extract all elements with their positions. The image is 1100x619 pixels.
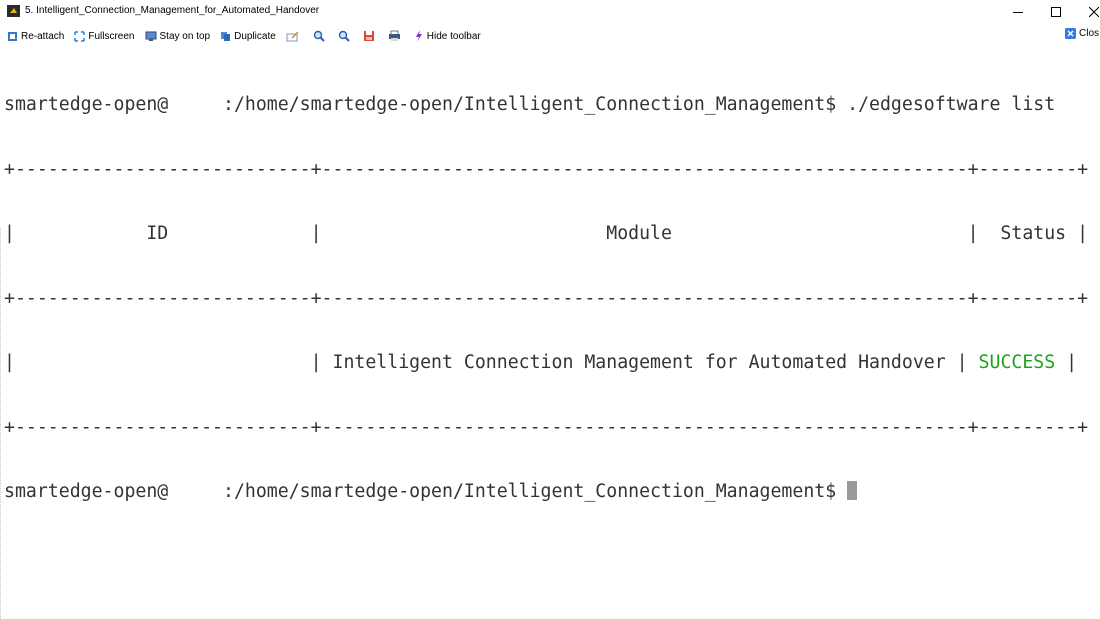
row-end: | <box>1055 352 1078 373</box>
shell-prompt: smartedge-open@ :/home/smartedge-open/In… <box>4 481 848 502</box>
minimize-button[interactable] <box>998 0 1038 23</box>
duplicate-label: Duplicate <box>234 30 276 42</box>
zoom-in-button[interactable] <box>313 27 328 45</box>
duplicate-icon <box>221 31 231 41</box>
window-title: 5. Intelligent_Connection_Management_for… <box>25 5 320 16</box>
hide-toolbar-button[interactable]: Hide toolbar <box>414 27 481 45</box>
command-line: smartedge-open@ :/home/smartedge-open/In… <box>4 94 1056 115</box>
edit-icon <box>286 30 299 41</box>
table-row: | | Intelligent Connection Management fo… <box>4 352 1100 374</box>
print-button[interactable] <box>388 27 404 45</box>
zoom-out-button[interactable] <box>338 27 353 45</box>
table-header-row: | ID | Module | Status | <box>4 223 1089 244</box>
module-cell: | | Intelligent Connection Management fo… <box>4 352 979 373</box>
window-left-edge <box>0 228 2 619</box>
prompt-line: smartedge-open@ :/home/smartedge-open/In… <box>4 481 1100 503</box>
duplicate-button[interactable]: Duplicate <box>220 27 276 45</box>
stay-on-top-button[interactable]: Stay on top <box>145 27 211 45</box>
terminal-output[interactable]: smartedge-open@ :/home/smartedge-open/In… <box>4 51 1100 611</box>
maximize-button[interactable] <box>1036 0 1076 23</box>
status-success: SUCCESS <box>978 352 1056 373</box>
minimize-icon <box>1013 11 1023 13</box>
save-icon <box>363 31 374 41</box>
toolbar: Re-attach Fullscreen Stay on top Duplica… <box>0 26 1100 46</box>
fullscreen-button[interactable]: Fullscreen <box>74 27 135 45</box>
maximize-icon <box>1051 6 1061 17</box>
close-window-button[interactable] <box>1074 0 1100 23</box>
reattach-label: Re-attach <box>21 30 65 42</box>
title-bar: 5. Intelligent_Connection_Management_for… <box>0 0 1100 23</box>
monitor-icon <box>145 31 156 41</box>
zoom-out-icon <box>338 30 350 42</box>
close-toolbar-label: Clos <box>1079 28 1100 39</box>
lightning-icon <box>415 30 422 42</box>
stay-on-top-label: Stay on top <box>159 30 211 42</box>
zoom-in-icon <box>313 30 325 42</box>
table-border-top: +---------------------------+-----------… <box>4 158 1089 180</box>
reattach-button[interactable]: Re-attach <box>7 27 64 45</box>
fullscreen-label: Fullscreen <box>88 30 135 42</box>
save-button[interactable] <box>363 27 378 45</box>
edit-button[interactable] <box>286 27 303 45</box>
terminal-app-icon <box>7 5 20 17</box>
hide-toolbar-label: Hide toolbar <box>426 30 481 42</box>
fullscreen-icon <box>74 30 86 42</box>
reattach-icon <box>8 31 17 41</box>
printer-icon <box>388 30 400 41</box>
close-icon <box>1089 6 1099 17</box>
table-border-mid: +---------------------------+-----------… <box>4 287 1089 309</box>
text-cursor <box>847 481 858 500</box>
close-toolbar-button[interactable]: Clos <box>1065 28 1099 39</box>
close-box-icon <box>1065 28 1076 39</box>
table-border-bottom: +---------------------------+-----------… <box>4 416 1089 438</box>
